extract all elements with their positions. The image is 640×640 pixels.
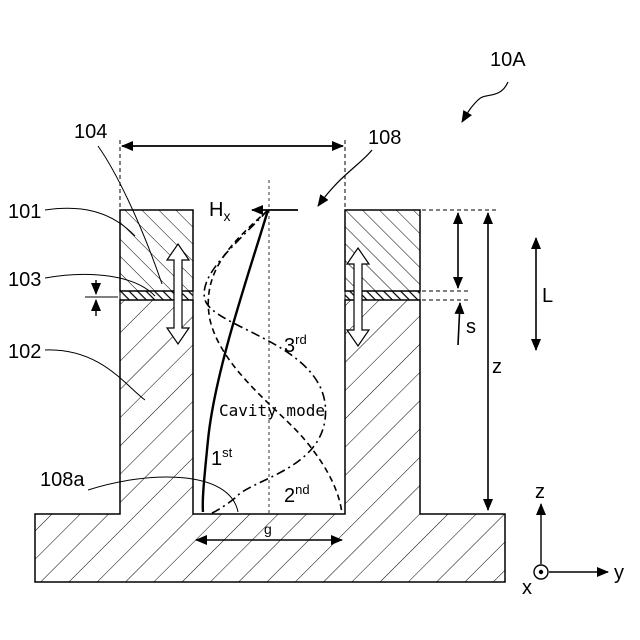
mode-label-3rd: 3rd (284, 332, 307, 357)
axis-z-label: z (535, 481, 545, 503)
ref-label-104: 104 (74, 121, 107, 143)
dimension-s-label: s (466, 316, 476, 338)
ref-label-108: 108 (368, 127, 401, 149)
leader-10A (462, 82, 508, 122)
ref-label-10A: 10A (490, 49, 526, 71)
ref-label-103: 103 (8, 269, 41, 291)
coordinate-axes: z y x (522, 481, 624, 599)
mode-curve-2nd-dashed (208, 210, 342, 514)
dimension-L-label: L (542, 285, 553, 307)
mode-label-1st: 1st (211, 445, 233, 470)
axis-x-label: x (522, 577, 532, 599)
hx-label: Hx (209, 199, 230, 224)
ref-label-101: 101 (8, 201, 41, 223)
ref-label-108a: 108a (40, 469, 85, 491)
cavity-mode-label: Cavity mode (219, 401, 325, 420)
dimension-s-arrow (458, 303, 460, 345)
ref-label-102: 102 (8, 341, 41, 363)
gap-label-g: g (264, 521, 272, 537)
axis-y-label: y (614, 562, 624, 584)
dimension-z-label: z (492, 356, 502, 378)
axis-x-dot (539, 570, 543, 574)
mode-label-2nd: 2nd (284, 482, 310, 507)
